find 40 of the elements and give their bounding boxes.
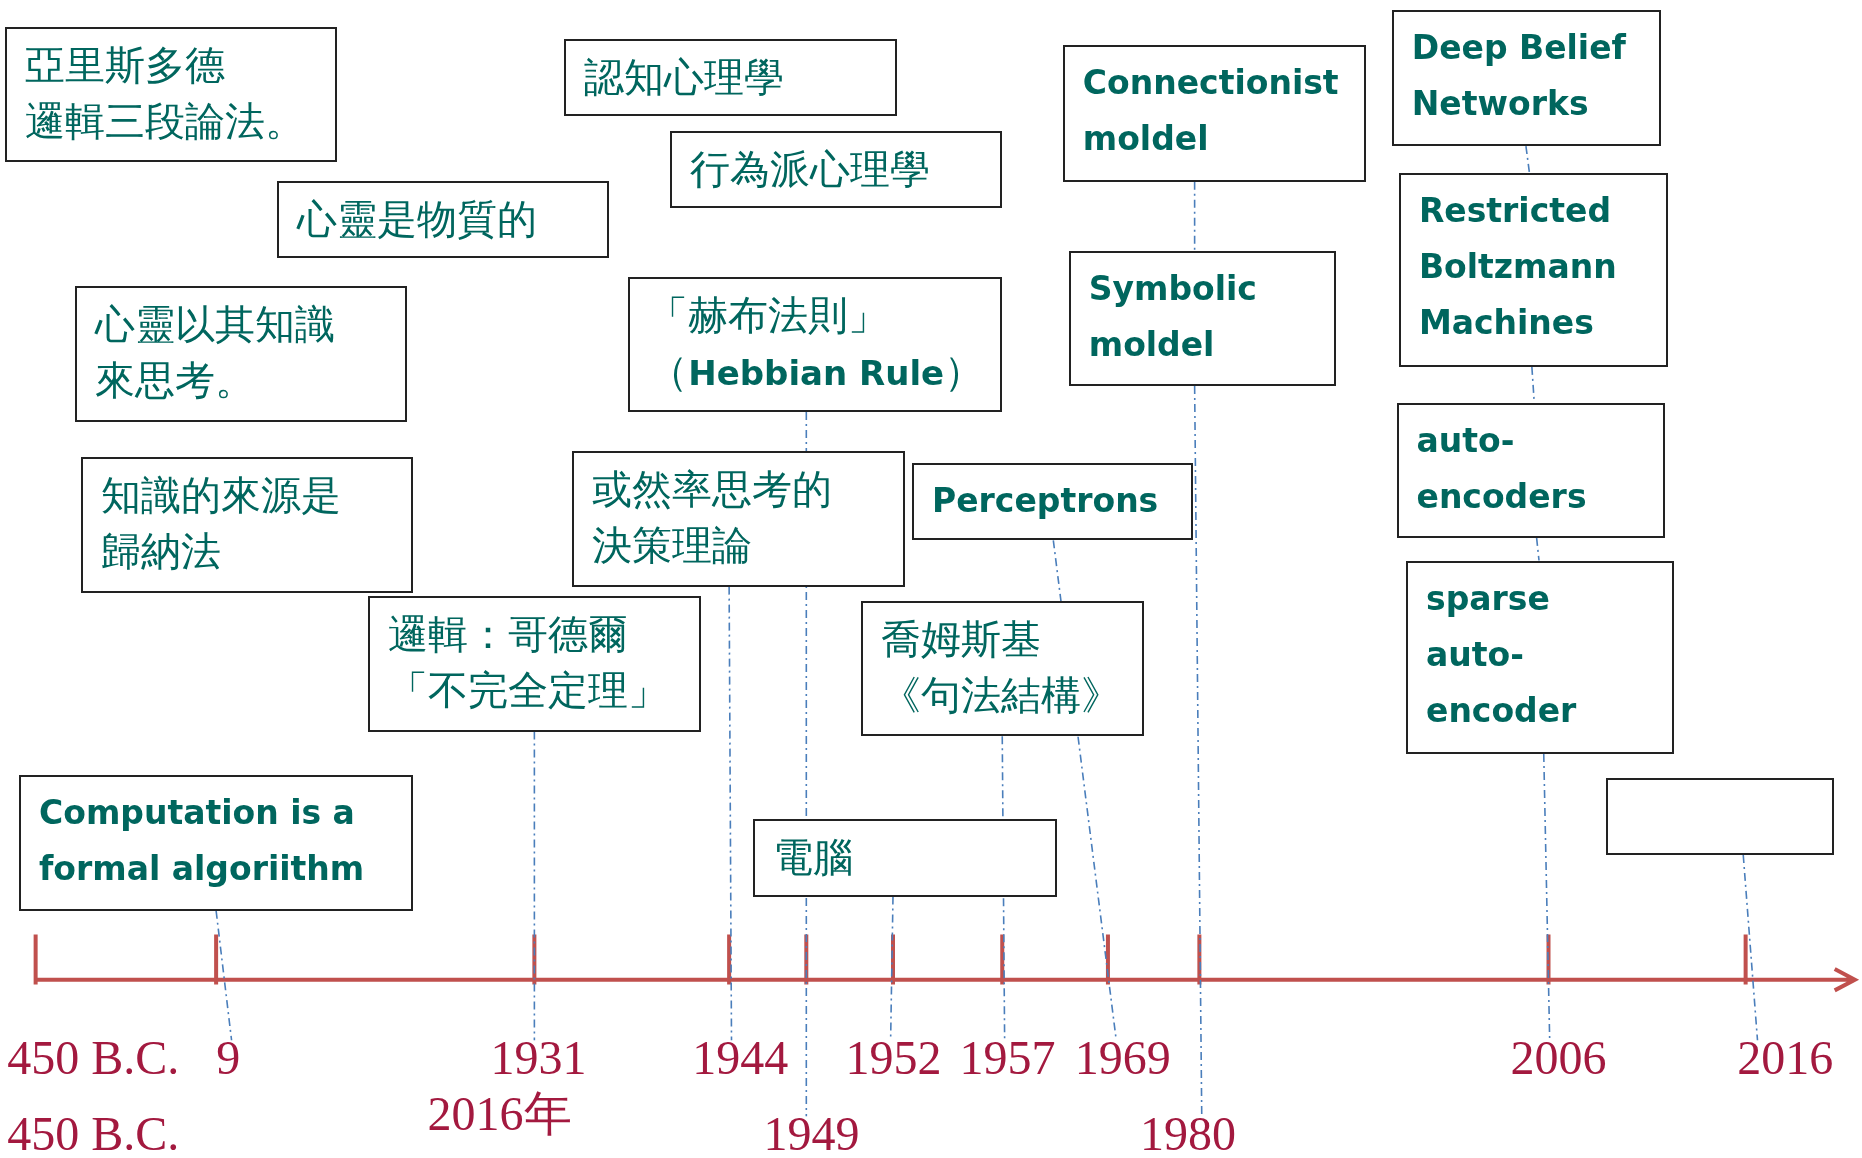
event-box: 亞里斯多德邏輯三段論法。 xyxy=(4,27,338,162)
event-box xyxy=(1605,777,1834,855)
event-box: Symbolic moldel xyxy=(1068,250,1336,386)
event-box: 電腦 xyxy=(752,819,1057,897)
event-box: Deep Belief Networks xyxy=(1391,9,1662,147)
event-box: 行為派心理學 xyxy=(669,130,1003,208)
event-box: 認知心理學 xyxy=(564,39,897,117)
year-label: 1980 xyxy=(1140,1106,1236,1158)
year-label: 1957 xyxy=(959,1030,1056,1085)
event-box: Computation is a formal algoriithm xyxy=(19,775,414,911)
leader-line xyxy=(1525,145,1531,175)
event-box: 邏輯：哥德爾「不完全定理」 xyxy=(368,596,701,732)
leader-line xyxy=(1742,854,1759,1042)
event-box: 喬姆斯基《句法結構》 xyxy=(860,600,1144,737)
year-label: 2016 xyxy=(1737,1030,1834,1085)
event-box: 知識的來源是歸納法 xyxy=(80,457,414,593)
leader-line xyxy=(1535,537,1540,562)
year-label: 1969 xyxy=(1074,1030,1171,1085)
leader-line xyxy=(215,910,233,1042)
year-label: 9 xyxy=(216,1030,241,1085)
event-box: 心靈以其知識來思考。 xyxy=(74,286,408,422)
event-box: 或然率思考的決策理論 xyxy=(572,451,905,587)
year-label: 1931 xyxy=(490,1030,587,1085)
event-box: 「赫布法則」（Hebbian Rule） xyxy=(628,276,1003,413)
event-box: 心靈是物質的 xyxy=(276,180,610,258)
year-label: 450 B.C. xyxy=(7,1106,180,1158)
year-label: 2006 xyxy=(1510,1030,1607,1085)
event-box: sparse auto-encoder xyxy=(1406,560,1675,755)
event-box: Perceptrons xyxy=(912,463,1194,541)
leader-line xyxy=(728,585,733,1042)
year-label: 1949 xyxy=(763,1106,860,1158)
leader-line xyxy=(1193,180,1196,252)
year-label: 1944 xyxy=(692,1030,789,1085)
year-label: 1952 xyxy=(845,1030,942,1085)
event-box: auto-encoders xyxy=(1396,402,1665,538)
event-box: Restricted Boltzmann Machines xyxy=(1398,173,1669,367)
year-label: 450 B.C. xyxy=(7,1030,180,1085)
event-box: Connectionist moldel xyxy=(1062,45,1366,182)
year-label: 2016年 xyxy=(427,1086,572,1141)
leader-line xyxy=(533,730,536,1042)
